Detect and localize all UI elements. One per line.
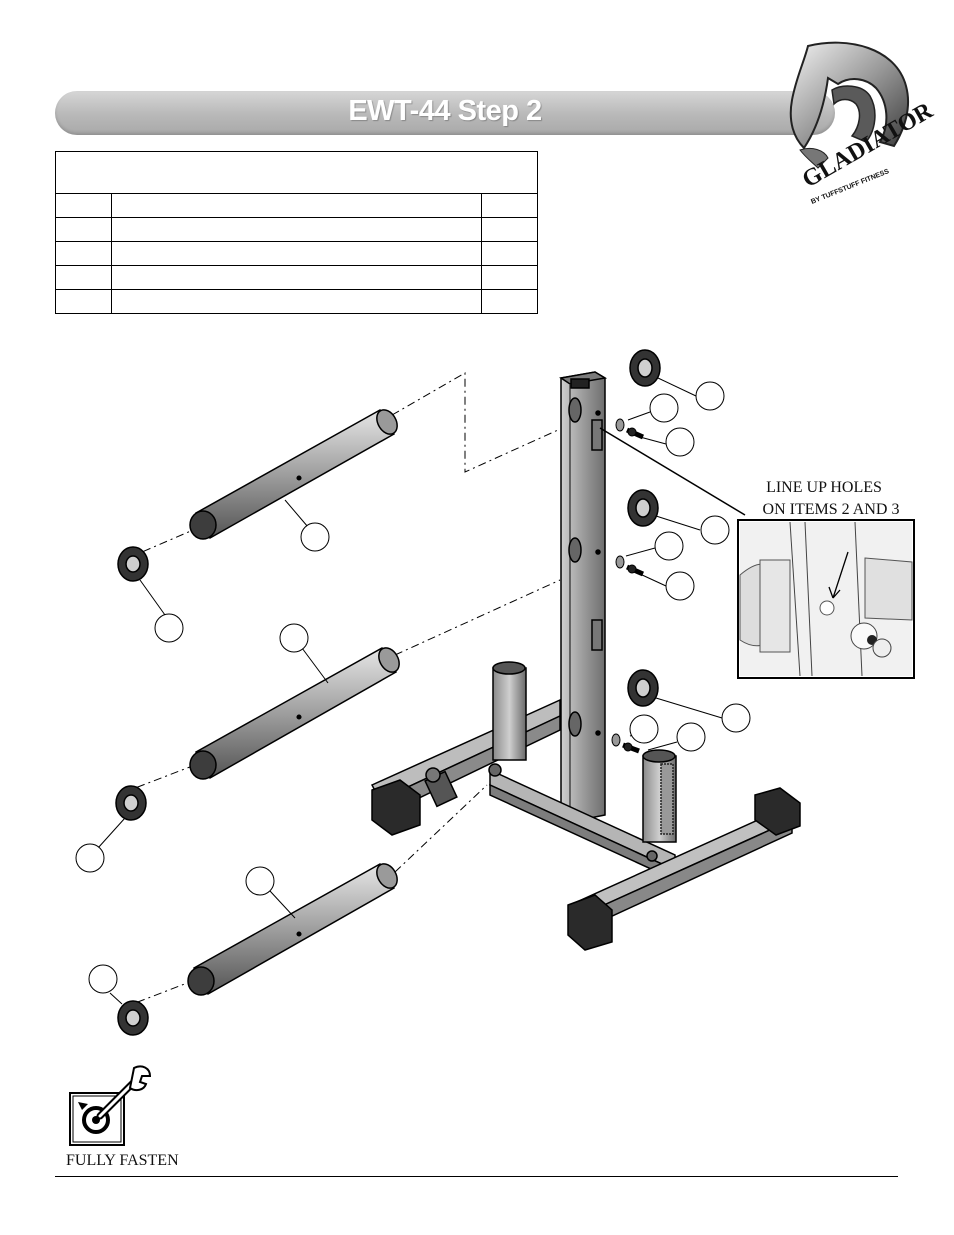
callout-bubble bbox=[721, 703, 751, 733]
callout-bubble bbox=[88, 964, 118, 994]
callout-bubble bbox=[700, 515, 730, 545]
callout-bubble bbox=[154, 613, 184, 643]
table-cell bbox=[111, 289, 482, 314]
horn-bars bbox=[187, 408, 400, 996]
table-cell bbox=[55, 217, 112, 242]
spacer-ring bbox=[629, 349, 661, 387]
spacer-rings bbox=[115, 349, 661, 1036]
callout-bubble bbox=[665, 427, 695, 457]
spacer-ring bbox=[117, 1000, 149, 1036]
upright-post bbox=[559, 371, 608, 823]
bolts bbox=[611, 418, 645, 754]
alignment-lines bbox=[129, 372, 561, 1006]
callout-bubble bbox=[676, 722, 706, 752]
callout-bubbles bbox=[75, 381, 751, 994]
table-row bbox=[55, 265, 538, 290]
table-row bbox=[55, 241, 538, 266]
spacer-ring bbox=[117, 546, 149, 582]
horn-bar-top bbox=[189, 408, 398, 540]
table-cell bbox=[55, 241, 112, 266]
parts-table-caption bbox=[55, 151, 538, 194]
callout-bubble bbox=[629, 714, 659, 744]
table-cell bbox=[481, 193, 538, 218]
bolt bbox=[615, 418, 645, 440]
page-title: EWT-44 Step 2 bbox=[348, 95, 542, 127]
spacer-ring bbox=[627, 669, 659, 707]
callout-bubble bbox=[649, 393, 679, 423]
bolt bbox=[615, 555, 645, 577]
horn-bar-bottom bbox=[187, 862, 398, 996]
table-cell bbox=[481, 289, 538, 314]
detail-note-line2: ON ITEMS 2 AND 3 bbox=[763, 501, 900, 518]
storage-posts bbox=[492, 661, 677, 843]
callout-bubble bbox=[245, 866, 275, 896]
spacer-ring bbox=[115, 785, 147, 821]
bolt bbox=[611, 733, 640, 754]
table-cell bbox=[481, 265, 538, 290]
parts-table bbox=[55, 151, 538, 314]
title-banner: EWT-44 Step 2 bbox=[55, 91, 835, 135]
callout-bubble bbox=[279, 623, 309, 653]
footer-divider bbox=[55, 1176, 898, 1177]
table-cell bbox=[111, 193, 482, 218]
table-cell bbox=[481, 217, 538, 242]
table-cell bbox=[111, 241, 482, 266]
detail-view bbox=[737, 519, 915, 679]
detail-note-line1: LINE UP HOLES bbox=[766, 479, 882, 496]
gladiator-logo: GLADIATOR BY TUFFSTUFF FITNESS bbox=[789, 41, 938, 206]
horn-bar-middle bbox=[189, 646, 400, 780]
table-row bbox=[55, 217, 538, 242]
spacer-ring bbox=[627, 489, 659, 527]
fully-fasten-label: FULLY FASTEN bbox=[66, 1152, 179, 1169]
callout-bubble bbox=[695, 381, 725, 411]
callout-bubble bbox=[654, 531, 684, 561]
callout-bubble bbox=[300, 522, 330, 552]
callout-bubble bbox=[75, 843, 105, 873]
callout-bubble bbox=[665, 571, 695, 601]
wrench-icon bbox=[69, 1065, 152, 1146]
table-row bbox=[55, 289, 538, 314]
